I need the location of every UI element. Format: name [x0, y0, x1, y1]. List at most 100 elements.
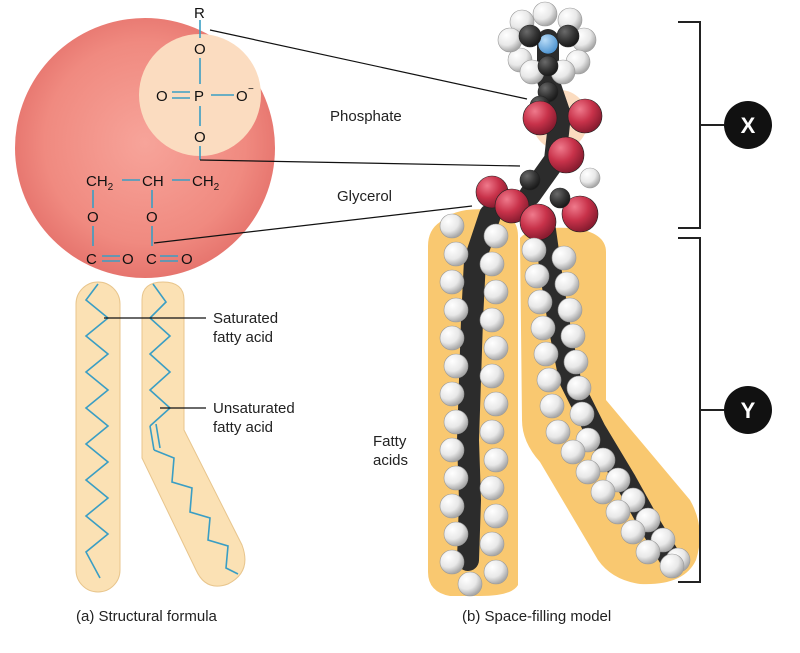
carbon-carbonyl-right: C: [146, 251, 157, 268]
badge-x-label: X: [741, 113, 756, 138]
left-tail-hydrogen-atom: [483, 279, 509, 305]
right-tail-hydrogen-atom: [521, 237, 547, 263]
left-tail-hydrogen-atom: [443, 297, 469, 323]
ester-oxygen-atom: [561, 195, 599, 233]
left-tail-hydrogen-atom: [479, 475, 505, 501]
negative-charge: −: [248, 84, 254, 95]
ester-oxygen-atom: [519, 203, 557, 241]
phosphate-oxygen-atom: [547, 136, 585, 174]
right-tail-hydrogen-atom: [590, 479, 616, 505]
right-tail-hydrogen-atom: [530, 315, 556, 341]
phosphorus: P: [194, 88, 204, 105]
right-tail-hydrogen-atom: [620, 519, 646, 545]
saturated-label-line2: fatty acid: [213, 329, 273, 346]
left-tail-hydrogen-atom: [443, 241, 469, 267]
fatty-acids-label-line1: Fatty: [373, 433, 407, 450]
right-tail-hydrogen-atom: [524, 263, 550, 289]
left-tail-hydrogen-atom: [439, 437, 465, 463]
cis-double-bond-1: [149, 425, 155, 451]
left-tail-hydrogen-atom: [479, 531, 505, 557]
right-tail-hydrogen-atom: [554, 271, 580, 297]
right-tail-hydrogen-atom: [659, 553, 685, 579]
space-filling-model: (b) Space-filling model: [428, 1, 700, 625]
head-carbon-atom: [556, 24, 580, 48]
unsaturated-tail-background: [141, 281, 246, 587]
badge-y-label: Y: [741, 398, 756, 423]
left-tail-hydrogen-atom: [483, 559, 509, 585]
unsaturated-label-line2: fatty acid: [213, 419, 273, 436]
left-tail-hydrogen-atom: [443, 465, 469, 491]
glycerol-carbon-atom: [549, 187, 571, 209]
right-tail-hydrogen-atom: [560, 323, 586, 349]
left-tail-hydrogen-atom: [483, 335, 509, 361]
oxygen-double: O: [156, 88, 168, 105]
left-tail-hydrogen-atom: [443, 521, 469, 547]
carbon-carbonyl-left: C: [86, 251, 97, 268]
bracket-y: [678, 237, 724, 583]
bracket-x: [678, 21, 724, 229]
model-atoms: [439, 1, 691, 597]
oxygen-carbonyl-left: O: [122, 251, 134, 268]
saturated-chain: [84, 283, 110, 579]
caption-space-filling-model: (b) Space-filling model: [462, 608, 611, 625]
ester-oxygen-atom: [494, 188, 530, 224]
head-carbon-atom: [518, 24, 542, 48]
structural-formula: R O O P O − O CH2 CH CH2 O O C O C O Sat…: [15, 5, 528, 625]
right-tail-hydrogen-atom: [605, 499, 631, 525]
ch-center: CH: [142, 173, 164, 190]
right-tail-hydrogen-atom: [575, 459, 601, 485]
badge-x: [724, 101, 772, 149]
oxygen-negative: O: [236, 88, 248, 105]
saturated-tail-background: [75, 281, 121, 593]
r-group: R: [194, 5, 205, 22]
cis-double-bond-2: [155, 423, 161, 449]
badge-y: [724, 386, 772, 434]
head-carbon-atom: [537, 55, 559, 77]
glycerol-hydrogen-atom: [579, 167, 601, 189]
glycerol-label: Glycerol: [337, 188, 392, 205]
left-tail-hydrogen-atom: [483, 391, 509, 417]
caption-structural-formula: (a) Structural formula: [76, 608, 218, 625]
phosphate-label: Phosphate: [330, 108, 402, 125]
phosphate-circle: [139, 34, 261, 156]
right-tail-hydrogen-atom: [551, 245, 577, 271]
left-tail-hydrogen-atom: [483, 447, 509, 473]
phosphate-leader: [209, 29, 528, 100]
right-tail-hydrogen-atom: [560, 439, 586, 465]
right-tail-hydrogen-atom: [635, 539, 661, 565]
left-tail-hydrogen-atom: [479, 307, 505, 333]
oxygen-ester-right: O: [146, 209, 158, 226]
left-tail-hydrogen-atom: [479, 363, 505, 389]
formula-bonds: [92, 20, 234, 262]
right-tail-hydrogen-atom: [539, 393, 565, 419]
right-tail-hydrogen-atom: [545, 419, 571, 445]
left-tail-hydrogen-atom: [439, 325, 465, 351]
left-tail-hydrogen-atom: [439, 493, 465, 519]
left-tail-hydrogen-atom: [439, 549, 465, 575]
fatty-acids-label-line2: acids: [373, 452, 408, 469]
right-tail-hydrogen-atom: [557, 297, 583, 323]
left-tail-hydrogen-atom: [479, 419, 505, 445]
left-tail-hydrogen-atom: [483, 503, 509, 529]
left-tail-hydrogen-atom: [439, 269, 465, 295]
right-tail-hydrogen-atom: [569, 401, 595, 427]
ch2-left: CH2: [86, 173, 114, 193]
left-tail-hydrogen-atom: [439, 213, 465, 239]
saturated-label-line1: Saturated: [213, 310, 278, 327]
oxygen-top: O: [194, 41, 206, 58]
glycerol-carbon-atom: [519, 169, 541, 191]
right-tail-hydrogen-atom: [527, 289, 553, 315]
left-chain-backbone: [457, 204, 501, 571]
oxygen-ester-left: O: [87, 209, 99, 226]
ch2-right: CH2: [192, 173, 220, 193]
unsaturated-chain-upper: [148, 283, 172, 427]
left-tail-hydrogen-atom: [457, 571, 483, 597]
phosphate-oxygen-atom: [567, 98, 603, 134]
left-tail-hydrogen-atom: [483, 223, 509, 249]
right-tail-hydrogen-atom: [533, 341, 559, 367]
glycerol-leader-upper: [199, 159, 521, 167]
right-tail-hydrogen-atom: [563, 349, 589, 375]
head-hydrogen-atom: [532, 1, 558, 27]
left-tail-hydrogen-atom: [443, 353, 469, 379]
